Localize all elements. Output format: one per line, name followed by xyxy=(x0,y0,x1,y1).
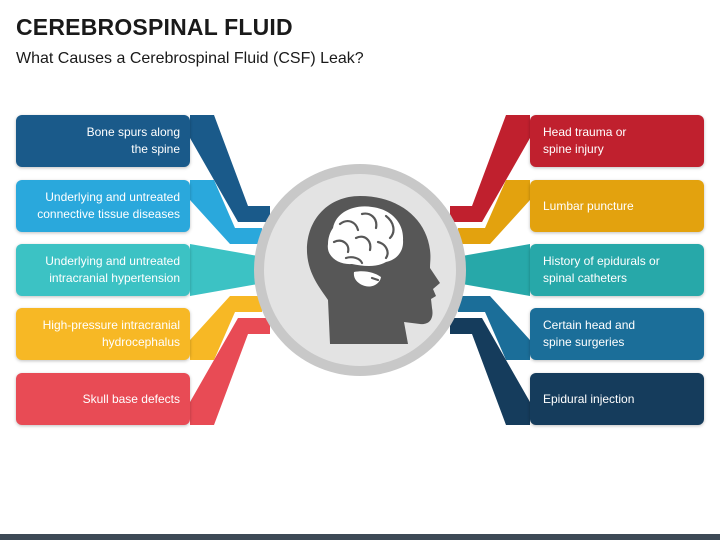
cause-label: Skull base defects xyxy=(82,391,180,406)
connector-left-4 xyxy=(190,296,262,360)
cause-label: Epidural injection xyxy=(543,391,635,406)
connector-right-4 xyxy=(458,296,530,360)
cause-label: High-pressure intracranial hydrocephalus xyxy=(42,318,180,349)
cause-box-right-5: Epidural injection xyxy=(530,373,704,425)
cause-box-left-4: High-pressure intracranial hydrocephalus xyxy=(16,308,190,360)
cause-box-left-3: Underlying and untreated intracranial hy… xyxy=(16,244,190,296)
cause-box-right-2: Lumbar puncture xyxy=(530,180,704,232)
connector-left-2 xyxy=(190,180,262,244)
cause-label: Certain head and spine surgeries xyxy=(543,318,636,349)
connector-left-5 xyxy=(190,318,270,425)
cause-box-left-2: Underlying and untreated connective tiss… xyxy=(16,180,190,232)
cause-label: Bone spurs along the spine xyxy=(86,125,180,156)
cause-box-right-3: History of epidurals or spinal catheters xyxy=(530,244,704,296)
page-subtitle: What Causes a Cerebrospinal Fluid (CSF) … xyxy=(16,50,364,67)
cause-box-right-1: Head trauma or spine injury xyxy=(530,115,704,167)
connector-left-1 xyxy=(190,115,270,222)
cause-box-left-5: Skull base defects xyxy=(16,373,190,425)
cause-label: Head trauma or spine injury xyxy=(543,125,627,156)
connector-right-5 xyxy=(450,318,530,425)
cause-label: Underlying and untreated intracranial hy… xyxy=(45,254,180,285)
cause-label: Lumbar puncture xyxy=(543,198,634,213)
bottom-bar xyxy=(0,534,720,540)
cause-label: History of epidurals or spinal catheters xyxy=(543,254,660,285)
cause-box-right-4: Certain head and spine surgeries xyxy=(530,308,704,360)
connector-right-1 xyxy=(450,115,530,222)
connector-right-2 xyxy=(458,180,530,244)
connector-left-3 xyxy=(190,244,258,296)
page-title: CEREBROSPINAL FLUID xyxy=(16,14,293,40)
human-head-brain-icon xyxy=(306,196,440,344)
connector-right-3 xyxy=(462,244,530,296)
cause-box-left-1: Bone spurs along the spine xyxy=(16,115,190,167)
cause-label: Underlying and untreated connective tiss… xyxy=(37,190,180,221)
